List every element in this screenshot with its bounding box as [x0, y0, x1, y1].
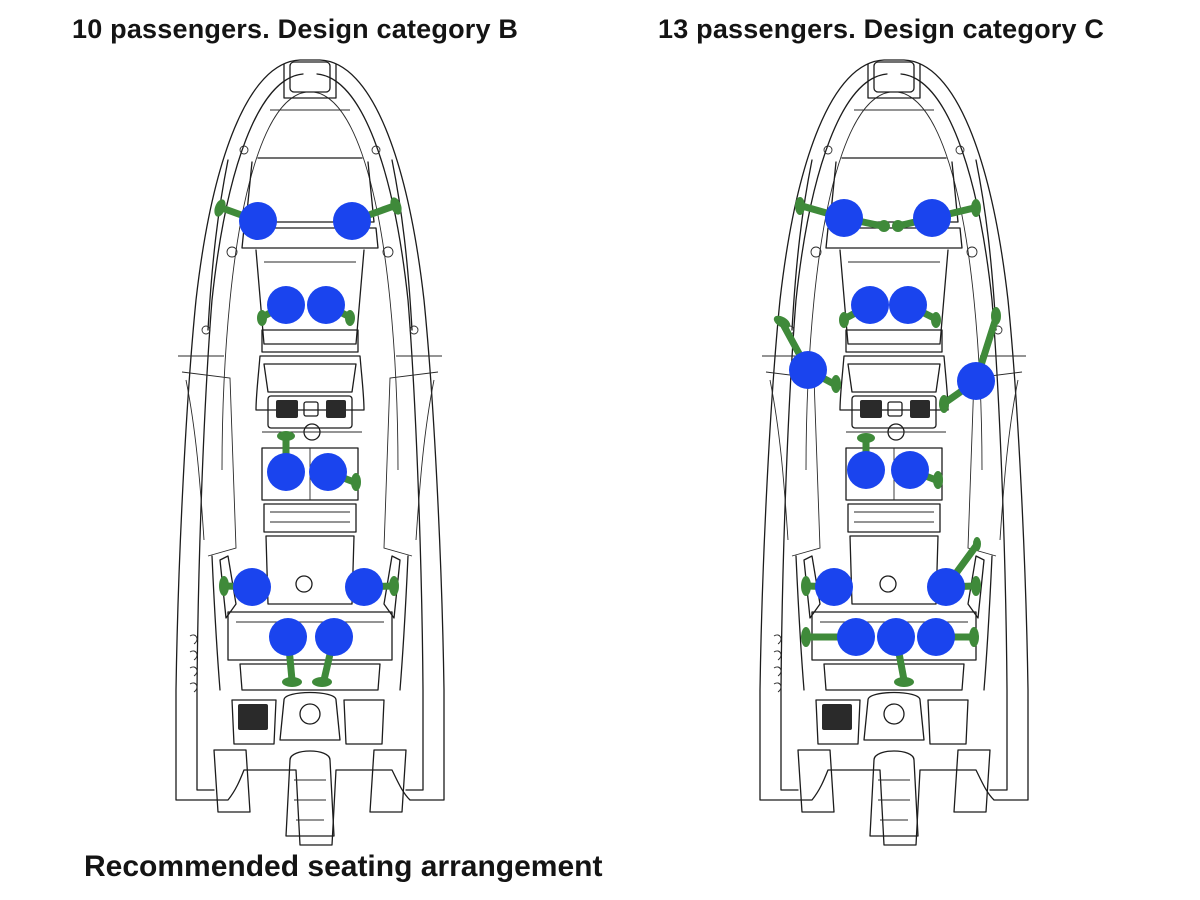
right-diagram-title: 13 passengers. Design category C [658, 14, 1105, 44]
passenger-seat [269, 618, 307, 656]
passenger-seat [267, 453, 305, 491]
handholds-left [214, 197, 402, 687]
passenger-seat [307, 286, 345, 324]
passenger-seats-left [233, 202, 383, 656]
boat-right [759, 59, 1029, 846]
boat-left [175, 59, 445, 846]
diagram-caption: Recommended seating arrangement [84, 850, 603, 883]
left-diagram-title: 10 passengers. Design category B [72, 14, 519, 44]
passenger-seats-right [789, 199, 995, 656]
passenger-seat [815, 568, 853, 606]
passenger-seat [345, 568, 383, 606]
passenger-seat [891, 451, 929, 489]
passenger-seat [927, 568, 965, 606]
seating-left [214, 197, 402, 687]
passenger-seat [825, 199, 863, 237]
passenger-seat [889, 286, 927, 324]
passenger-seat [837, 618, 875, 656]
boat-outline-right [759, 59, 1029, 846]
passenger-seat [267, 286, 305, 324]
passenger-seat [333, 202, 371, 240]
boat-outline-left [175, 59, 445, 846]
passenger-seat [957, 362, 995, 400]
passenger-seat [309, 453, 347, 491]
passenger-seat [847, 451, 885, 489]
passenger-seat [233, 568, 271, 606]
seating-right [773, 197, 1001, 687]
passenger-seat [851, 286, 889, 324]
passenger-seat [917, 618, 955, 656]
passenger-seat [315, 618, 353, 656]
passenger-seat [789, 351, 827, 389]
passenger-seat [913, 199, 951, 237]
passenger-seat [239, 202, 277, 240]
passenger-seat [877, 618, 915, 656]
